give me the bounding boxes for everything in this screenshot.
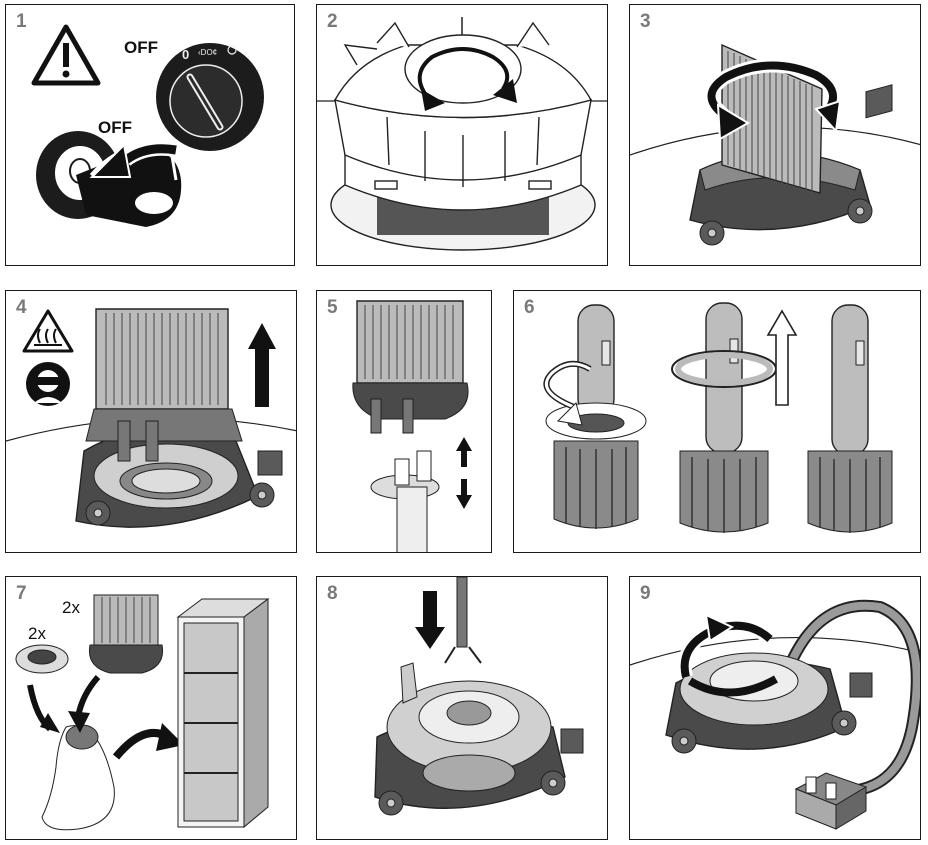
step-number: 9 <box>640 583 651 604</box>
step-9-illustration <box>630 599 920 830</box>
step-panel-6: 6 <box>513 290 921 553</box>
eye-protection-icon <box>26 362 70 406</box>
step-number: 6 <box>524 297 535 318</box>
step-number: 3 <box>640 11 651 32</box>
off-label-knob: OFF <box>124 38 158 57</box>
off-label-switch: OFF <box>98 118 132 137</box>
wire-cable <box>784 599 920 797</box>
rotate-arrow-icon <box>89 141 178 178</box>
dust-cap-part <box>15 644 69 674</box>
hot-surface-warning-icon <box>22 309 74 353</box>
step-2-illustration <box>317 17 607 251</box>
step-panel-3: 3 <box>629 4 921 266</box>
step-3-illustration <box>630 43 920 246</box>
step-7-illustration: 2x 2x <box>15 594 270 831</box>
bulb-connector <box>370 450 440 552</box>
heat-sink-fins <box>721 43 823 194</box>
led-bulb-a <box>545 304 647 529</box>
warning-icon <box>31 24 101 86</box>
heat-sink-part <box>88 594 164 674</box>
bulb-base-ring <box>374 662 584 816</box>
rotate-arrow-icon <box>543 360 592 426</box>
bulb-base-ring <box>665 652 873 754</box>
step-number: 8 <box>327 583 338 604</box>
shelf-cabinet <box>176 598 270 829</box>
step-number: 5 <box>327 297 338 318</box>
quantity-label-cap: 2x <box>28 624 46 643</box>
storage-bag <box>41 724 115 831</box>
curved-arrow-icon <box>27 675 184 760</box>
step-8-illustration <box>374 577 584 816</box>
step-panel-1: 1 0 ‹DO¢ OFF OFF <box>5 4 295 266</box>
led-bulb-c <box>807 304 893 533</box>
arrow-up-outline-icon <box>766 309 798 406</box>
step-panel-4: 4 <box>5 290 297 553</box>
arrow-down-icon <box>415 591 445 649</box>
svg-text:‹DO¢: ‹DO¢ <box>198 48 217 57</box>
step-6-illustration <box>543 302 893 533</box>
step-panel-9: 9 <box>629 576 921 840</box>
step-number: 2 <box>327 11 338 32</box>
step-5-illustration <box>352 300 472 552</box>
wire-cable <box>444 577 482 664</box>
step-number: 7 <box>16 583 27 604</box>
step-number: 4 <box>16 297 27 318</box>
rotate-arrow-icon <box>677 613 778 697</box>
step-4-illustration <box>6 308 296 528</box>
ignition-switch-icon <box>36 131 182 227</box>
wire-connector-plug <box>794 772 868 830</box>
step-panel-8: 8 <box>316 576 608 840</box>
arrow-up-down-icon <box>456 437 472 509</box>
arrow-up-icon <box>248 323 276 407</box>
step-panel-2: 2 <box>316 4 608 266</box>
step-1-illustration: 0 ‹DO¢ OFF OFF <box>31 24 264 227</box>
step-panel-5: 5 <box>316 290 492 553</box>
bulb-base-ring <box>75 427 283 528</box>
light-switch-knob-icon: 0 ‹DO¢ <box>156 43 264 151</box>
knob-position-zero: 0 <box>182 47 189 62</box>
rotate-arrow-icon <box>417 47 517 111</box>
step-number: 1 <box>16 11 27 32</box>
heat-sink-fins <box>352 300 469 434</box>
headlight-housing-cap <box>330 21 596 251</box>
rotate-arrow-icon <box>704 58 842 141</box>
step-panel-7: 7 2x 2x <box>5 576 297 840</box>
heat-sink-fins <box>85 308 243 462</box>
quantity-label-heatsink: 2x <box>62 598 80 617</box>
led-bulb-b <box>671 302 777 533</box>
